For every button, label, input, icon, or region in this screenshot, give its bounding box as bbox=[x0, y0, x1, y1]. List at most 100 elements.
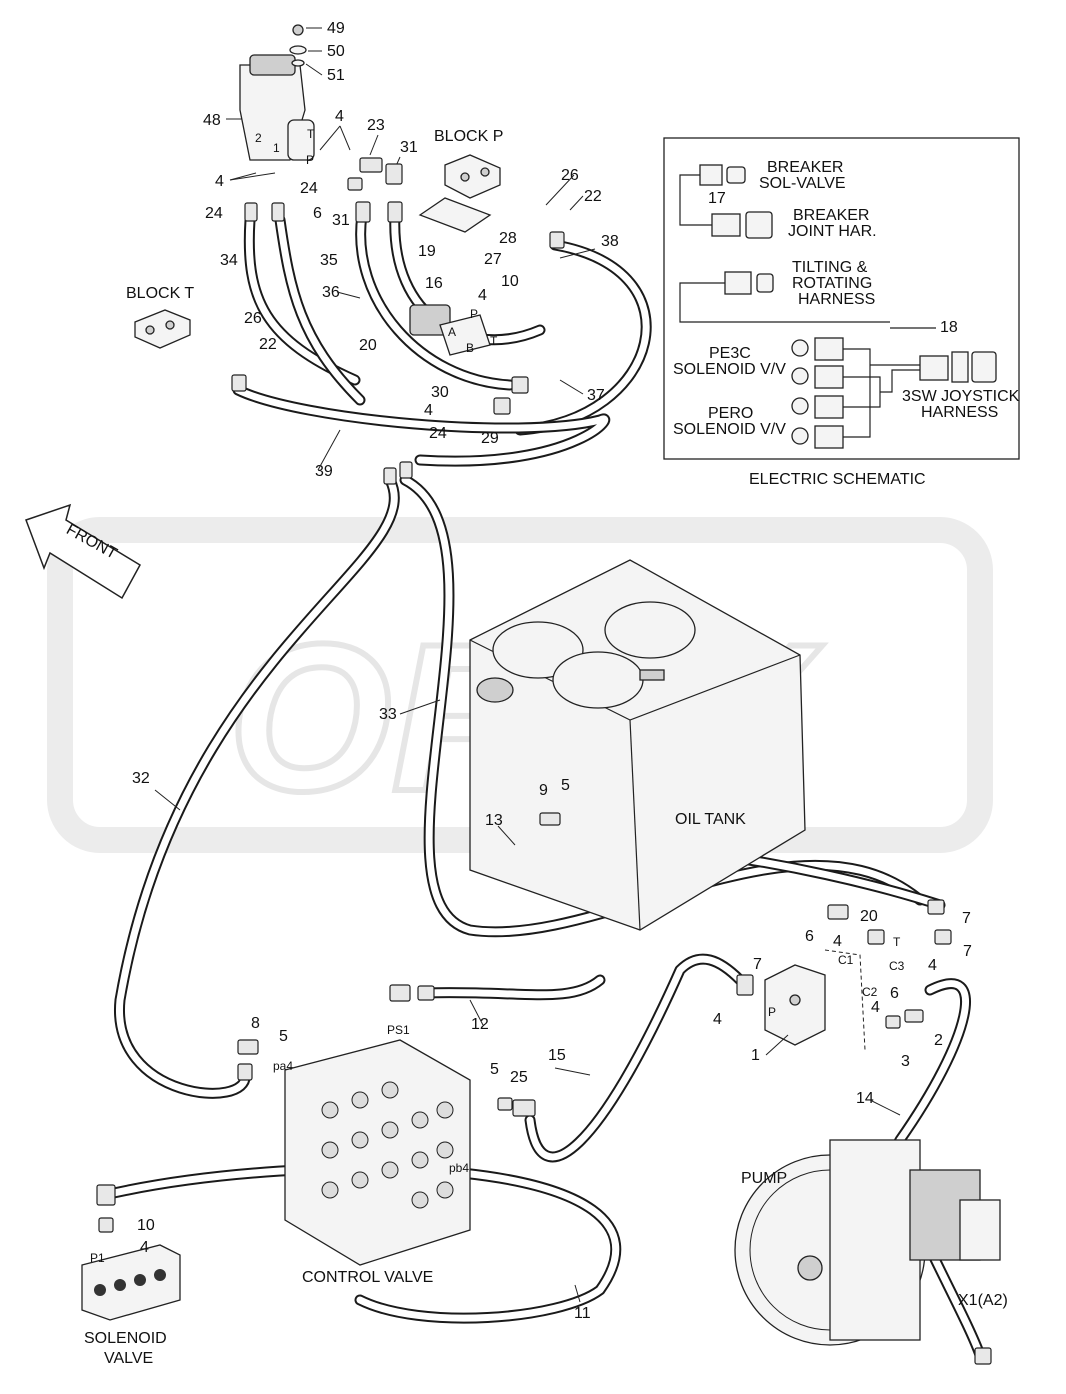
port-p3-label: P bbox=[768, 1005, 776, 1019]
label-sol-valve: SOL-VALVE bbox=[759, 175, 846, 192]
label-breaker-sol-valve: BREAKER bbox=[767, 159, 843, 176]
manifold-1: P C1 C2 C3 T bbox=[764, 935, 905, 1051]
wire bbox=[679, 174, 712, 226]
schematic-title: ELECTRIC SCHEMATIC bbox=[749, 471, 926, 488]
callout-4: 4 bbox=[335, 108, 344, 125]
callout-24: 24 bbox=[429, 425, 447, 442]
pa4-label: pa4 bbox=[273, 1059, 293, 1073]
callout-5: 5 bbox=[490, 1061, 499, 1078]
label-joint-har: JOINT HAR. bbox=[788, 223, 877, 240]
c3-label: C3 bbox=[889, 959, 905, 973]
callout-4: 4 bbox=[424, 402, 433, 419]
label-tilting: TILTING & bbox=[792, 259, 868, 276]
control-valve: CONTROL VALVE PS1 pa4 pb4 bbox=[273, 1023, 471, 1286]
callout-5: 5 bbox=[561, 777, 570, 794]
callout-4: 4 bbox=[215, 173, 224, 190]
callout-23: 23 bbox=[367, 117, 385, 134]
oil-tank: OIL TANK bbox=[469, 559, 806, 931]
wire bbox=[880, 369, 920, 393]
block-t: BLOCK T bbox=[126, 285, 194, 349]
callout-7: 7 bbox=[962, 910, 971, 927]
connector-icon bbox=[951, 351, 969, 383]
label-joystick: 3SW JOYSTICK bbox=[902, 388, 1020, 405]
pump: PUMP X1(A2) bbox=[734, 1139, 1008, 1346]
callout-37: 37 bbox=[587, 387, 605, 404]
callout-20: 20 bbox=[860, 908, 878, 925]
label-pero-solenoid: SOLENOID V/V bbox=[673, 421, 786, 438]
callout-15: 15 bbox=[548, 1047, 566, 1064]
callout-24: 24 bbox=[300, 180, 318, 197]
port-a-label: A bbox=[448, 325, 456, 339]
callout-48: 48 bbox=[203, 112, 221, 129]
block-p-label: BLOCK P bbox=[434, 128, 503, 145]
connector-icon bbox=[814, 395, 844, 419]
callout-10: 10 bbox=[137, 1217, 155, 1234]
connector-icon bbox=[814, 365, 844, 389]
connector-icon bbox=[919, 355, 949, 381]
connector-icon bbox=[814, 425, 844, 449]
x1a2-label: X1(A2) bbox=[958, 1292, 1008, 1309]
callout-39: 39 bbox=[315, 463, 333, 480]
label-pe3c: PE3C bbox=[709, 345, 751, 362]
callout-25: 25 bbox=[510, 1069, 528, 1086]
block-p: BLOCK P bbox=[418, 128, 503, 233]
label-rotating: ROTATING bbox=[792, 275, 872, 292]
callout-22: 22 bbox=[259, 336, 277, 353]
pump-label: PUMP bbox=[741, 1170, 787, 1187]
oil-tank-label: OIL TANK bbox=[675, 811, 746, 828]
port-p2-label: P bbox=[470, 307, 478, 321]
solenoid-valve: P1 SOLENOID VALVE bbox=[81, 1244, 181, 1367]
p1-label: P1 bbox=[90, 1251, 105, 1265]
callout-24: 24 bbox=[205, 205, 223, 222]
callout-32: 32 bbox=[132, 770, 150, 787]
callout-36: 36 bbox=[322, 284, 340, 301]
callouts: 49 50 51 48 4 23 31 4 24 24 6 31 34 35 3… bbox=[132, 20, 972, 1322]
c2-label: C2 bbox=[862, 985, 878, 999]
pb4-label: pb4 bbox=[449, 1161, 469, 1175]
callout-31: 31 bbox=[400, 139, 418, 156]
callout-30: 30 bbox=[431, 384, 449, 401]
port-p-label: P bbox=[306, 153, 314, 167]
callout-26: 26 bbox=[244, 310, 262, 327]
callout-29: 29 bbox=[481, 430, 499, 447]
connector-icon bbox=[699, 164, 723, 186]
callout-51: 51 bbox=[327, 67, 345, 84]
callout-18: 18 bbox=[940, 319, 958, 336]
callout-19: 19 bbox=[418, 243, 436, 260]
connector-icon bbox=[791, 427, 809, 445]
wire bbox=[843, 376, 881, 408]
pilot-valve: 2 1 T P bbox=[239, 24, 315, 167]
callout-6: 6 bbox=[805, 928, 814, 945]
ps1-label: PS1 bbox=[387, 1023, 410, 1037]
callout-4: 4 bbox=[928, 957, 937, 974]
connector-icon bbox=[745, 211, 773, 239]
schematic-frame bbox=[663, 137, 1020, 460]
callout-22: 22 bbox=[584, 188, 602, 205]
callout-9: 9 bbox=[539, 782, 548, 799]
callout-35: 35 bbox=[320, 252, 338, 269]
label-joystick-harness: HARNESS bbox=[921, 404, 998, 421]
label-breaker-joint: BREAKER bbox=[793, 207, 869, 224]
callout-3: 3 bbox=[901, 1053, 910, 1070]
port-1-label: 1 bbox=[273, 141, 280, 155]
solenoid-label-2: VALVE bbox=[104, 1350, 153, 1367]
valve-16: A B P T bbox=[409, 304, 498, 356]
connector-icon bbox=[791, 339, 809, 357]
callout-4: 4 bbox=[713, 1011, 722, 1028]
control-valve-label: CONTROL VALVE bbox=[302, 1269, 433, 1286]
connector-icon bbox=[756, 273, 774, 293]
port-t-label: T bbox=[307, 127, 315, 141]
callout-4: 4 bbox=[833, 933, 842, 950]
label-pero: PERO bbox=[708, 405, 753, 422]
callout-49: 49 bbox=[327, 20, 345, 37]
port-2-label: 2 bbox=[255, 131, 262, 145]
callout-34: 34 bbox=[220, 252, 238, 269]
connector-icon bbox=[814, 337, 844, 361]
port-t3-label: T bbox=[893, 935, 901, 949]
callout-26: 26 bbox=[561, 167, 579, 184]
callout-4: 4 bbox=[478, 287, 487, 304]
callout-38: 38 bbox=[601, 233, 619, 250]
block-t-label: BLOCK T bbox=[126, 285, 194, 302]
